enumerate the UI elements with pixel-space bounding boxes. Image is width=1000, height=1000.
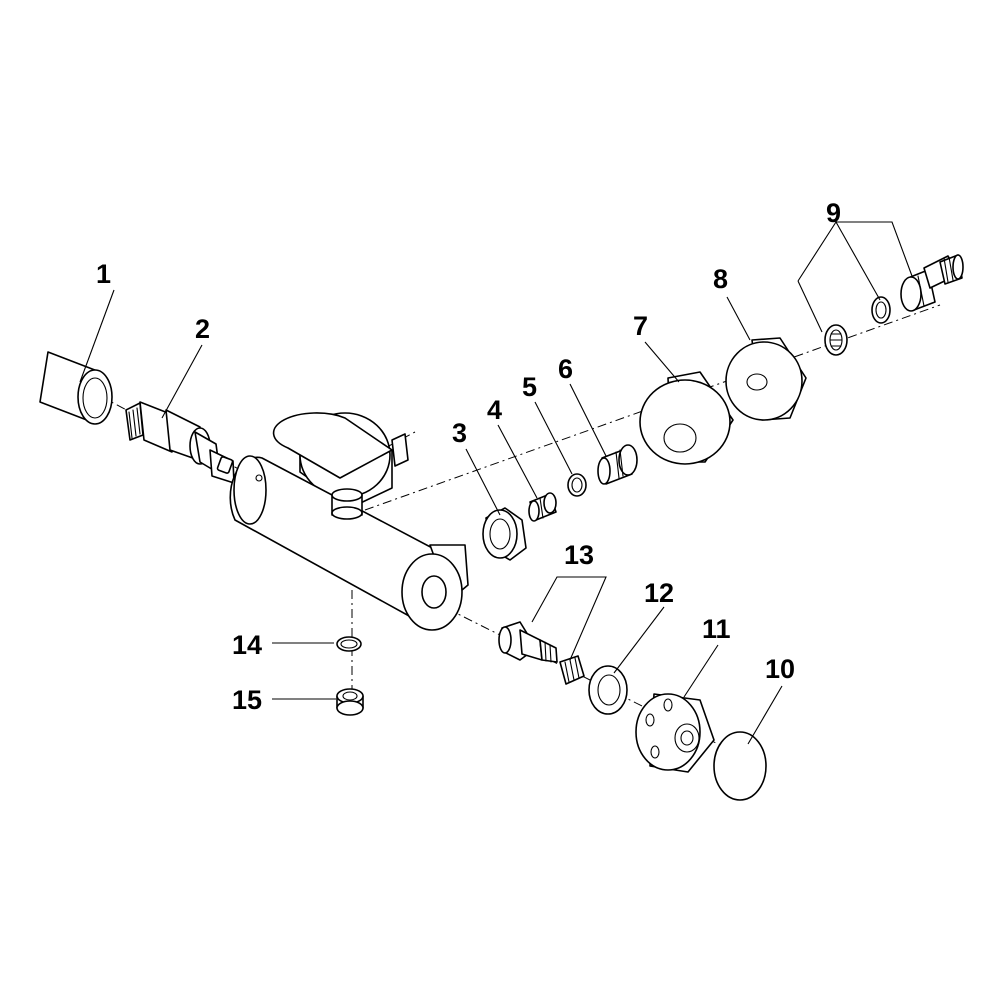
callout-5: 5 [522,372,537,402]
part-8-escutcheon [725,337,807,421]
callout-6: 6 [558,354,573,384]
part-14-o-ring [336,636,362,652]
mixer-body [229,412,469,631]
callout-15: 15 [232,685,262,715]
callout-10: 10 [765,654,795,684]
part-7-wall-flange [639,371,734,465]
part-3-union-nut [482,507,527,561]
part-9-seal [871,296,891,324]
part-9-filter [824,324,848,356]
callout-11: 11 [702,614,731,644]
callout-9: 9 [826,198,841,228]
callout-8: 8 [713,264,728,294]
part-4-check-valve [528,492,557,522]
part-10-cover-cap [713,731,767,801]
part-11-control-handle [635,693,715,773]
part-12-retaining-ring [588,665,628,715]
callout-7: 7 [633,311,648,341]
part-9-eccentric [900,254,964,312]
callout-2: 2 [195,314,210,344]
part-1-cover-sleeve [39,351,113,425]
part-6-adaptor [597,444,638,485]
part-15-plug [336,688,364,716]
callout-4: 4 [487,395,502,425]
callout-labels: 1 2 3 4 5 6 7 8 9 10 11 12 13 14 15 [96,198,841,715]
callout-3: 3 [452,418,467,448]
callout-12: 12 [644,578,674,608]
part-5-washer [567,473,587,497]
callout-13: 13 [564,540,594,570]
part-13-flow-cartridge-set [498,621,585,685]
callout-1: 1 [96,259,111,289]
leader-lines [79,221,913,745]
part-9-inlet-set [824,254,964,356]
callout-14: 14 [232,630,262,660]
part-2-thermostatic-cartridge [125,401,235,484]
